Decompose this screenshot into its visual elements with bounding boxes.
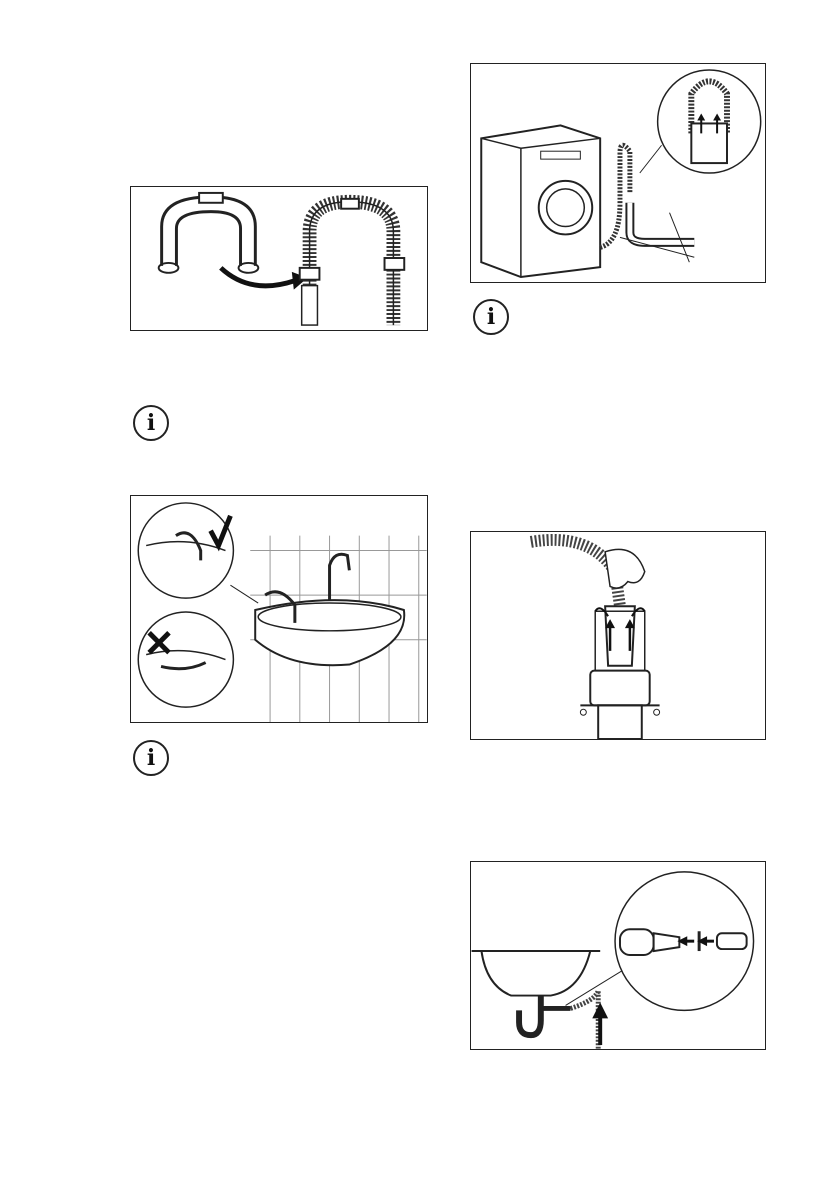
hose-guide-icon: [131, 187, 427, 330]
sink-hook-figure: [130, 495, 428, 723]
siphon-connection-figure: [470, 861, 766, 1050]
info-icon: i: [133, 405, 169, 441]
washing-machine-icon: [471, 64, 765, 282]
hand-hose-icon: [471, 532, 765, 739]
info-icon: i: [473, 299, 509, 335]
insert-hose-figure: [470, 531, 766, 740]
sink-icon: [131, 496, 427, 722]
info-icon: i: [133, 740, 169, 776]
hose-guide-figure: [130, 186, 428, 331]
siphon-icon: [471, 862, 765, 1049]
standpipe-figure: [470, 63, 766, 283]
